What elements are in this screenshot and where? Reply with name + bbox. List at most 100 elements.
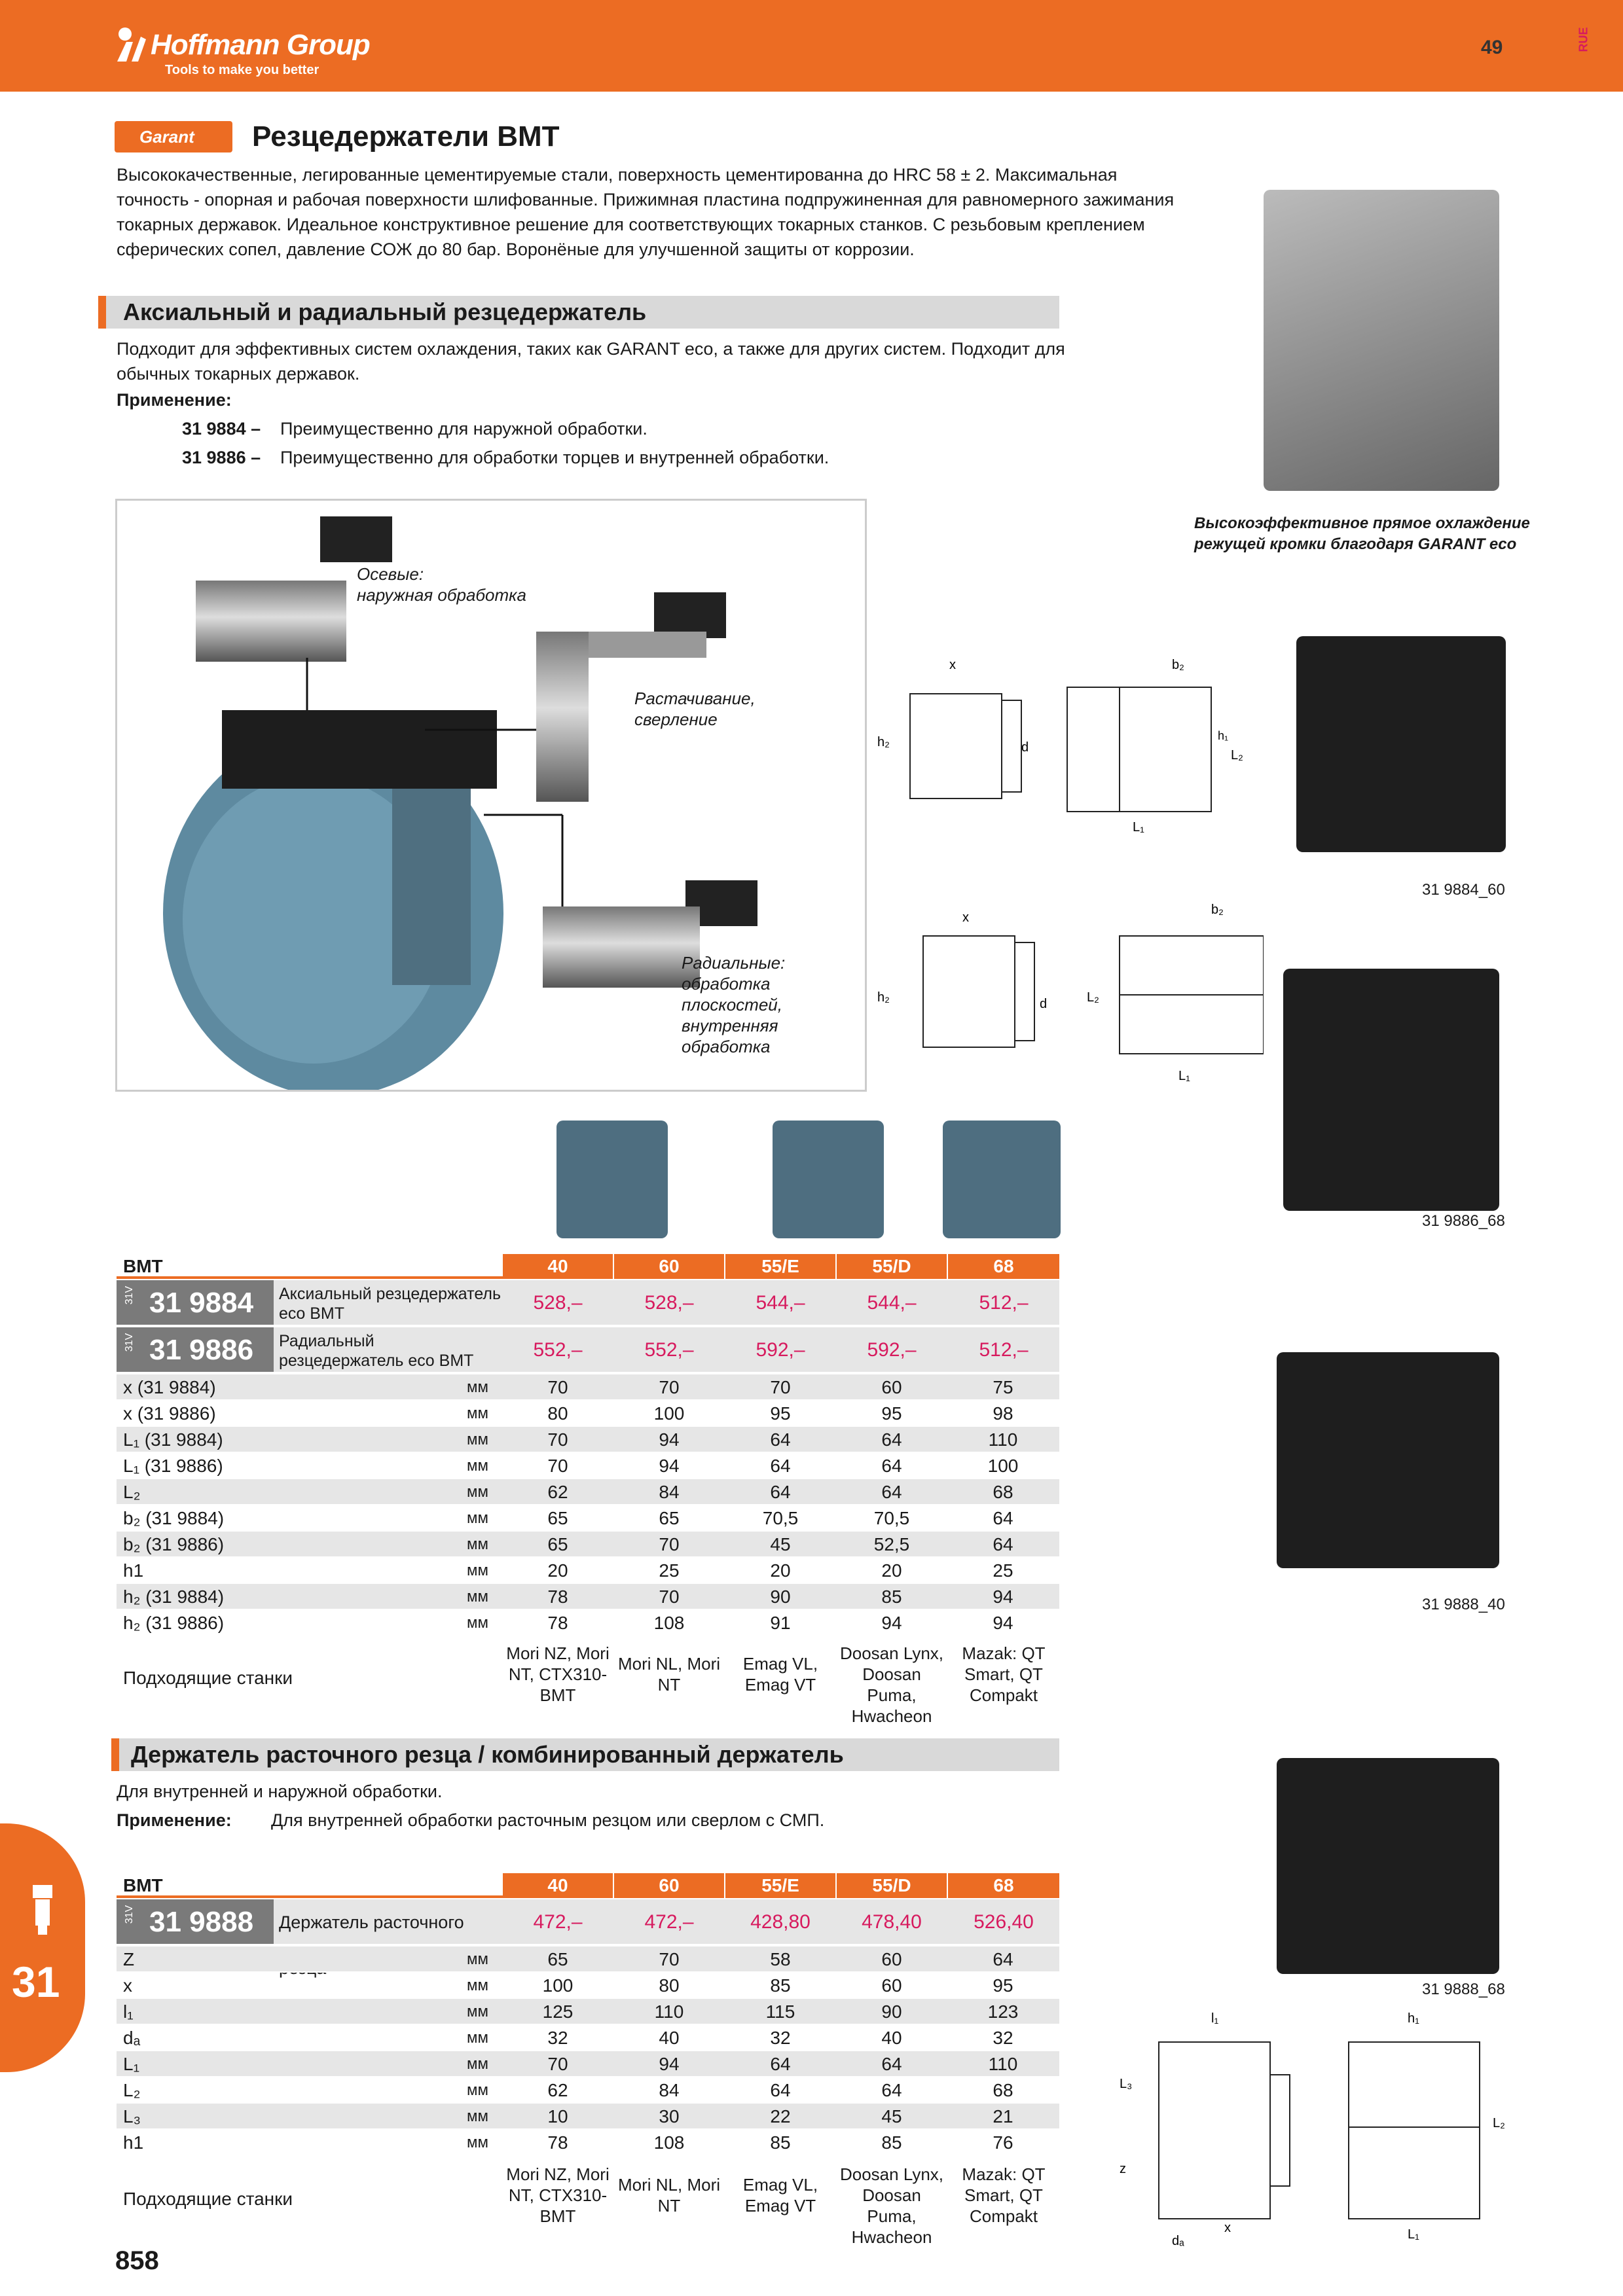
price-cell: 528,– [533, 1292, 583, 1314]
value-cell: 110 [654, 2001, 684, 2022]
price-cell: 478,40 [862, 1911, 922, 1933]
value-cell: 20 [770, 1560, 791, 1581]
value-cell: 64 [993, 1949, 1013, 1969]
value-cell: 78 [547, 1613, 568, 1633]
svg-text:dₐ: dₐ [1172, 2234, 1184, 2248]
machine-cell: Mori NZ, Mori NT, CTX310-BMT [506, 1643, 610, 1705]
value-cell: 65 [659, 1508, 680, 1528]
value-cell: 32 [770, 2028, 791, 2048]
value-cell: 94 [993, 1613, 1013, 1633]
article-code: 31 9888 [117, 1899, 274, 1944]
section1-application-label: Применение: [117, 390, 232, 410]
value-cell: 90 [881, 2001, 902, 2022]
row-label: h₂ (31 9886) [123, 1613, 225, 1633]
value-cell: 94 [659, 1456, 680, 1476]
section2-application-label: Применение: [117, 1810, 232, 1830]
section1-bar [98, 296, 1059, 329]
language-code: RUE [1577, 27, 1590, 52]
value-cell: 64 [770, 1456, 791, 1476]
value-cell: 45 [881, 2106, 902, 2126]
value-cell: 58 [770, 1949, 791, 1969]
row-label: L₂ [123, 2080, 141, 2100]
row-unit: мм [467, 1483, 488, 1501]
machine-cell: Emag VL, Emag VT [742, 2175, 818, 2215]
machines-label: Подходящие станки [123, 1668, 293, 1688]
hoffmann-logo-icon [117, 27, 146, 62]
value-cell: 64 [770, 1482, 791, 1502]
table2-size-60: 60 [614, 1873, 724, 1898]
row-label: dₐ [123, 2028, 140, 2048]
value-cell: 80 [547, 1403, 568, 1424]
value-cell: 85 [770, 1975, 791, 1996]
section2-application-text: Для внутренней обработки расточным резцо… [271, 1810, 825, 1830]
value-cell: 100 [653, 1403, 685, 1424]
label-axial: Осевые: наружная обработка [357, 564, 526, 605]
logo-slogan: Tools to make you better [165, 63, 319, 77]
photo-319886-68 [1283, 969, 1499, 1211]
value-cell: 70 [770, 1377, 791, 1397]
svg-text:L₃: L₃ [1120, 2077, 1132, 2091]
row-unit: мм [467, 1405, 488, 1422]
value-cell: 90 [770, 1587, 791, 1607]
value-cell: 25 [659, 1560, 680, 1581]
value-cell: 64 [881, 2054, 902, 2074]
value-cell: 64 [881, 1482, 902, 1502]
price-cell: 512,– [979, 1292, 1029, 1314]
value-cell: 110 [988, 1429, 1018, 1450]
value-cell: 68 [993, 1482, 1013, 1502]
value-cell: 68 [993, 2080, 1013, 2100]
table2-size-55e: 55/E [725, 1873, 835, 1898]
table2-size-68: 68 [948, 1873, 1059, 1898]
app-text-1: Преимущественно для наружной обработки. [280, 419, 647, 439]
chapter-number: 31 [12, 1958, 60, 2006]
article-prefix: 31V [124, 1905, 136, 1924]
svg-text:l₁: l₁ [1211, 2011, 1218, 2026]
value-cell: 95 [993, 1975, 1013, 1996]
machine-cell: Emag VL, Emag VT [742, 1654, 818, 1695]
photo-holder-40 [556, 1121, 668, 1238]
value-cell: 78 [547, 2132, 568, 2153]
row-label: h₂ (31 9884) [123, 1587, 225, 1607]
row-unit: мм [467, 1588, 488, 1605]
page-number-bottom: 858 [115, 2246, 159, 2275]
value-cell: 70,5 [762, 1508, 799, 1528]
value-cell: 78 [547, 1587, 568, 1607]
svg-text:L₂: L₂ [1231, 748, 1243, 762]
value-cell: 65 [547, 1949, 568, 1969]
row-label: x (31 9886) [123, 1403, 216, 1424]
svg-text:x: x [962, 910, 969, 925]
article-name: Аксиальный резцедержатель eco BMT [279, 1285, 501, 1323]
value-cell: 30 [659, 2106, 680, 2126]
garant-badge: Garant [115, 121, 232, 152]
table1-article-row-2: 31 9886 31V Радиальный резцедержатель ec… [117, 1327, 1059, 1373]
value-cell: 64 [770, 2080, 791, 2100]
section2-desc: Для внутренней и наружной обработки. [117, 1782, 443, 1801]
article-name: Радиальный резцедержатель eco BMT [279, 1332, 474, 1370]
machine-cell: Mori NZ, Mori NT, CTX310-BMT [506, 2164, 610, 2226]
page-title: Резцедержатели BMT [252, 120, 560, 152]
value-cell: 94 [993, 1587, 1013, 1607]
svg-text:h₁: h₁ [1218, 729, 1228, 742]
value-cell: 10 [547, 2106, 568, 2126]
value-cell: 70 [547, 2054, 568, 2074]
table2-size-40: 40 [503, 1873, 613, 1898]
row-label: L₃ [123, 2106, 141, 2126]
row-label: L₁ [123, 2054, 140, 2074]
section2-marker [111, 1738, 119, 1771]
svg-text:d: d [1021, 740, 1029, 755]
top-bar [0, 0, 1623, 92]
table1-article-row-1: 31 9884 31V Аксиальный резцедержатель ec… [117, 1280, 1059, 1326]
page-number-top: 49 [1481, 37, 1503, 58]
caption-319888-68: 31 9888_68 [1422, 1981, 1505, 1998]
value-cell: 64 [993, 1508, 1013, 1528]
row-label: h1 [123, 2132, 144, 2153]
